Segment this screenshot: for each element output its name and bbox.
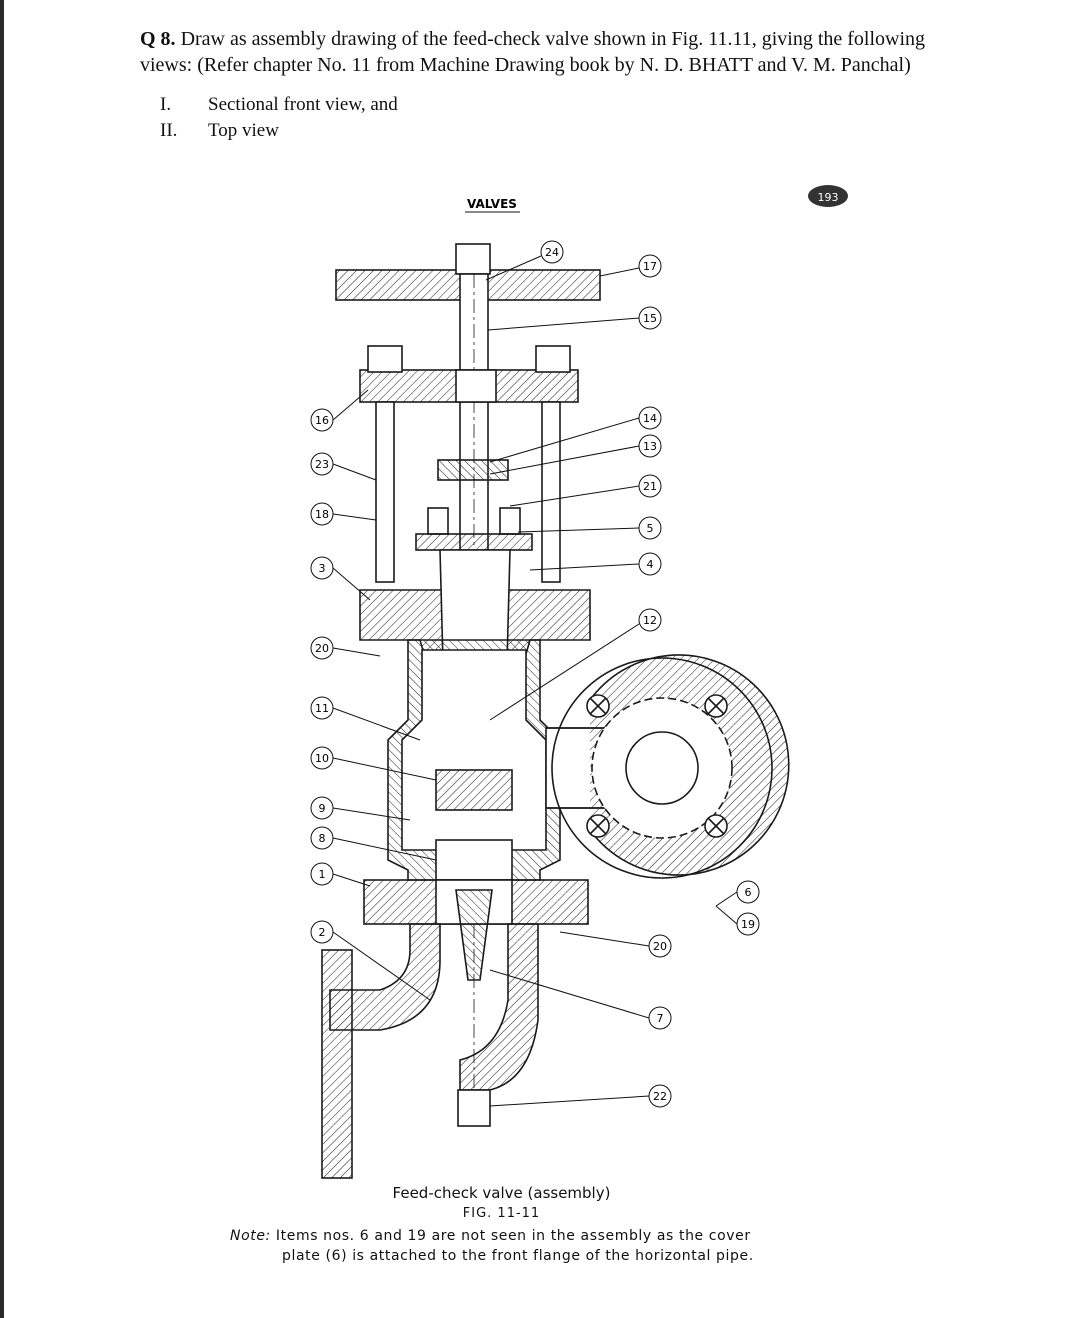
question-line-1: Q 8. Draw as assembly drawing of the fee… [140, 28, 926, 50]
drain-plug [457, 1089, 491, 1127]
callout-14: 14 [489, 406, 662, 463]
svg-text:13: 13 [643, 440, 657, 453]
callout-22: 22 [489, 1084, 672, 1108]
callout-15: 15 [487, 306, 662, 331]
callout-3: 3 [310, 556, 371, 601]
svg-text:20: 20 [653, 940, 667, 953]
gland [437, 459, 509, 481]
svg-text:22: 22 [653, 1090, 667, 1103]
question-text: Q 8. Draw as assembly drawing of the fee… [140, 26, 1020, 78]
svg-text:23: 23 [315, 458, 329, 471]
page-badge-number: 193 [818, 191, 839, 204]
note-label: Note: [230, 1228, 271, 1244]
view-item-2: II.Top view [160, 120, 279, 141]
pillar-left [375, 401, 395, 583]
lower-bend-pipe [329, 923, 441, 1031]
svg-text:2: 2 [319, 926, 326, 939]
check-valve [435, 839, 513, 881]
svg-text:6: 6 [745, 886, 752, 899]
callout-20-right: 20 [559, 931, 672, 958]
svg-text:15: 15 [643, 312, 657, 325]
callout-17: 17 [599, 254, 662, 278]
question-line-2: views: (Refer chapter No. 11 from Machin… [140, 54, 911, 76]
page-edge-bar [0, 0, 4, 1318]
callout-24: 24 [485, 240, 564, 281]
figure-label: FIG. 11-11 [462, 1206, 541, 1221]
pillar-right [541, 401, 561, 583]
svg-text:5: 5 [647, 522, 654, 535]
note-line-1: Items nos. 6 and 19 are not seen in the … [275, 1228, 751, 1244]
callout-16: 16 [310, 389, 369, 432]
svg-text:4: 4 [647, 558, 654, 571]
pillar-nut-right [535, 345, 571, 373]
svg-text:1: 1 [319, 868, 326, 881]
callout-2: 2 [310, 920, 431, 1001]
callout-11: 11 [310, 696, 421, 741]
note-line-2: plate (6) is attached to the front flang… [282, 1248, 754, 1264]
callout-19: 19 [715, 891, 760, 936]
check-spike [455, 889, 493, 981]
callout-23: 23 [310, 452, 377, 481]
svg-text:3: 3 [319, 562, 326, 575]
svg-text:19: 19 [741, 918, 755, 931]
svg-text:8: 8 [319, 832, 326, 845]
valve-assembly-drawing: VALVES 193 [310, 185, 848, 1179]
figure-caption: Feed-check valve (assembly) [392, 1184, 611, 1202]
svg-text:14: 14 [643, 412, 657, 425]
svg-text:16: 16 [315, 414, 329, 427]
valve-disc [435, 769, 513, 811]
svg-text:21: 21 [643, 480, 657, 493]
pillar-nut-left [367, 345, 403, 373]
svg-text:17: 17 [643, 260, 657, 273]
callout-13: 13 [489, 434, 662, 475]
gland-nut-right [499, 507, 521, 535]
svg-text:24: 24 [545, 246, 559, 259]
callout-8: 8 [310, 826, 437, 861]
view-item-1: I.Sectional front view, and [160, 94, 398, 115]
svg-text:7: 7 [657, 1012, 664, 1025]
svg-text:20: 20 [315, 642, 329, 655]
gland-nut-left [427, 507, 449, 535]
svg-text:18: 18 [315, 508, 329, 521]
callout-10: 10 [310, 746, 437, 781]
stem-top-nut [455, 243, 491, 275]
svg-text:9: 9 [319, 802, 326, 815]
page-badge [808, 185, 848, 207]
figure-header: VALVES [467, 197, 517, 211]
callout-7: 7 [489, 969, 672, 1030]
callout-5: 5 [517, 516, 662, 540]
callout-12: 12 [489, 608, 662, 721]
inlet-flange [321, 949, 353, 1179]
svg-text:12: 12 [643, 614, 657, 627]
question-number: Q 8. [140, 28, 176, 50]
callout-1: 1 [310, 862, 371, 887]
callout-21: 21 [509, 474, 662, 507]
callout-6: 6 [736, 880, 760, 904]
figure-note: Note: Items nos. 6 and 19 are not seen i… [230, 1226, 870, 1266]
callout-18: 18 [310, 502, 377, 526]
callout-4: 4 [529, 552, 662, 576]
callout-9: 9 [310, 796, 411, 821]
svg-text:11: 11 [315, 702, 329, 715]
svg-text:10: 10 [315, 752, 329, 765]
callout-20-left: 20 [310, 636, 381, 660]
